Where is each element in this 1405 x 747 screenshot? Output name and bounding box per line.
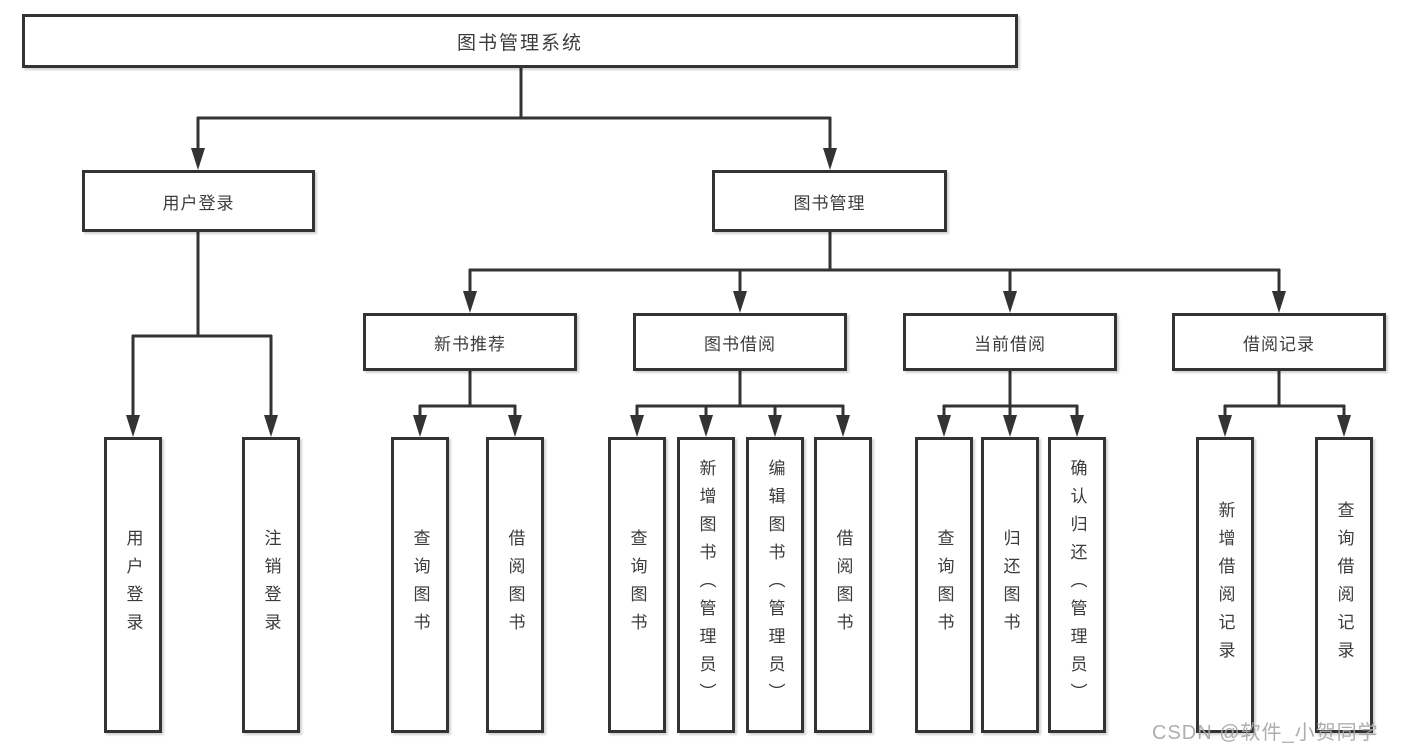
node-user-login: 用户登录 — [82, 170, 315, 232]
node-label: 注销登录 — [261, 529, 281, 641]
node-label: 图书借阅 — [704, 334, 776, 354]
node-book-borrowing: 图书借阅 — [633, 313, 847, 371]
leaf-user-login: 用户登录 — [104, 437, 162, 733]
node-label: 确认归还（管理员） — [1067, 459, 1087, 711]
node-label: 借阅图书 — [833, 529, 853, 641]
leaf-add-borrow-record: 新增借阅记录 — [1196, 437, 1254, 733]
leaf-logout: 注销登录 — [242, 437, 300, 733]
node-new-book-recommendation: 新书推荐 — [363, 313, 577, 371]
node-label: 查询图书 — [410, 529, 430, 641]
node-label: 查询图书 — [627, 529, 647, 641]
node-borrowing-records: 借阅记录 — [1172, 313, 1386, 371]
node-label: 借阅记录 — [1243, 334, 1315, 354]
leaf-return-books: 归还图书 — [981, 437, 1039, 733]
csdn-watermark: CSDN @软件_小贺同学 — [1152, 722, 1379, 744]
leaf-edit-book-admin: 编辑图书（管理员） — [746, 437, 804, 733]
node-label: 新增借阅记录 — [1215, 501, 1235, 669]
node-current-borrowing: 当前借阅 — [903, 313, 1117, 371]
node-label: 新增图书（管理员） — [696, 459, 716, 711]
leaf-add-book-admin: 新增图书（管理员） — [677, 437, 735, 733]
leaf-borrow-books-borrowing: 借阅图书 — [814, 437, 872, 733]
node-book-management: 图书管理 — [712, 170, 947, 232]
leaf-search-borrow-record: 查询借阅记录 — [1315, 437, 1373, 733]
node-label: 用户登录 — [162, 193, 235, 213]
leaf-search-books-current: 查询图书 — [915, 437, 973, 733]
node-library-management-system: 图书管理系统 — [22, 14, 1018, 68]
node-label: 归还图书 — [1000, 529, 1020, 641]
node-label: 借阅图书 — [505, 529, 525, 641]
node-label: 编辑图书（管理员） — [765, 459, 785, 711]
leaf-confirm-return-admin: 确认归还（管理员） — [1048, 437, 1106, 733]
leaf-search-books-borrowing: 查询图书 — [608, 437, 666, 733]
node-label: 图书管理系统 — [456, 32, 583, 54]
node-label: 图书管理 — [793, 193, 866, 213]
leaf-borrow-books-recommend: 借阅图书 — [486, 437, 544, 733]
leaf-search-books-recommend: 查询图书 — [391, 437, 449, 733]
node-label: 当前借阅 — [974, 334, 1046, 354]
node-label: 查询图书 — [934, 529, 954, 641]
node-label: 新书推荐 — [434, 334, 506, 354]
node-label: 用户登录 — [123, 529, 143, 641]
node-label: 查询借阅记录 — [1334, 501, 1354, 669]
